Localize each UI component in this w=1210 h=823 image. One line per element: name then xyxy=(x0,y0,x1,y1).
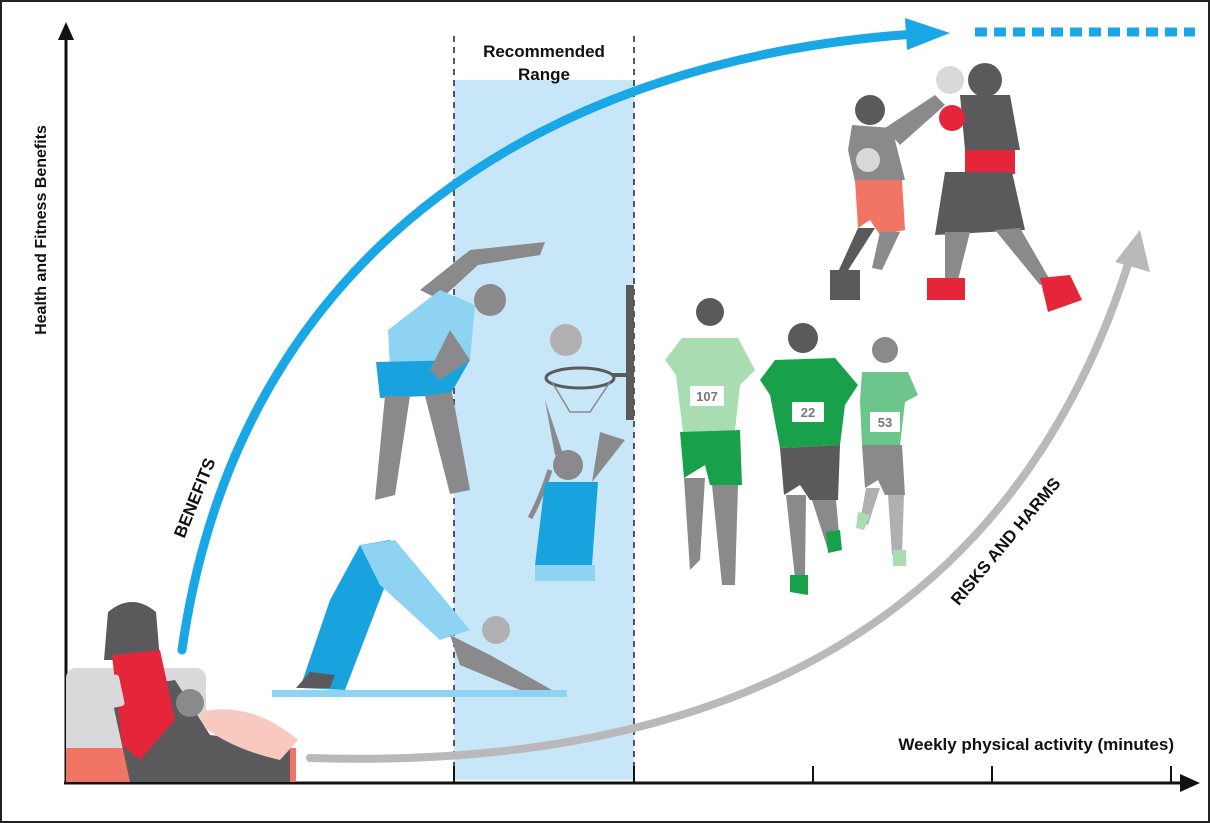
bib-number-53: 53 xyxy=(878,415,892,430)
y-axis-label: Health and Fitness Benefits xyxy=(33,125,50,335)
benefits-arrowhead xyxy=(905,18,950,50)
risks-arrowhead xyxy=(1115,230,1150,272)
risks-arrow xyxy=(306,254,1134,763)
x-axis-ticks xyxy=(453,766,1172,783)
range-label-line2: Range xyxy=(518,65,570,84)
person-on-couch-icon xyxy=(66,602,298,782)
recommended-range-band xyxy=(454,80,634,780)
benefits-arrow xyxy=(177,29,920,655)
x-axis-label: Weekly physical activity (minutes) xyxy=(898,735,1174,754)
x-axis-arrowhead xyxy=(1180,774,1200,792)
runners-icon: 107 22 53 xyxy=(665,298,918,595)
basketball-player-icon xyxy=(527,285,634,581)
bib-number-107: 107 xyxy=(696,389,718,404)
downward-dog-yoga-icon xyxy=(272,540,567,697)
boxers-icon xyxy=(830,63,1082,312)
range-label-line1: Recommended xyxy=(483,42,605,61)
stretching-person-icon xyxy=(375,242,545,500)
y-axis-arrowhead xyxy=(58,22,74,40)
bib-number-22: 22 xyxy=(801,405,815,420)
